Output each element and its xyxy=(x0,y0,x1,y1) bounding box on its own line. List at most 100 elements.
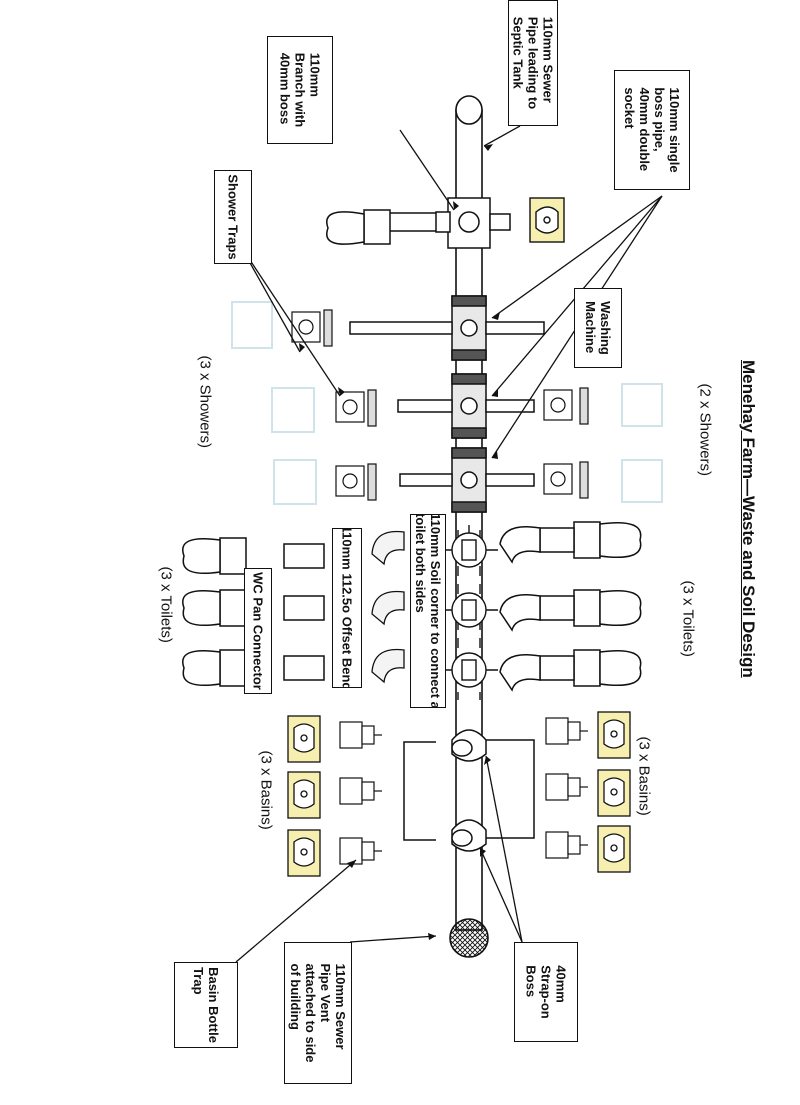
callout-line: Branch with xyxy=(292,52,308,128)
toilet-right-3 xyxy=(499,649,642,692)
callout-line: Pipe Vent xyxy=(318,963,333,1023)
soil-corners xyxy=(440,525,498,700)
label-3-basins-bottom: (3 x Basins) xyxy=(257,750,275,830)
toilets-left xyxy=(182,537,325,687)
basin-3 xyxy=(597,825,631,873)
shower-trap-5 xyxy=(543,461,589,499)
strap-boss-1 xyxy=(451,729,487,762)
strap-on-bosses xyxy=(403,729,535,852)
basin-4 xyxy=(287,715,321,763)
callout-line: 110mm Sewer xyxy=(540,16,556,103)
toilet-left-3 xyxy=(182,649,325,687)
strap-boss-2 xyxy=(451,819,487,852)
toilets-right xyxy=(499,521,642,692)
callout-line: boss pipe, xyxy=(652,87,667,152)
offset-bends xyxy=(371,530,405,684)
callout-line: Washing xyxy=(598,301,613,355)
callout-wc-pan: WC Pan Connector xyxy=(244,568,272,694)
toilet-left-1 xyxy=(182,537,325,575)
callout-line: 110mm Soil corner to connect a xyxy=(428,514,443,708)
basin-2 xyxy=(597,769,631,817)
shower-tray-left-1 xyxy=(231,301,273,349)
toilet-left-2 xyxy=(182,589,325,627)
callout-line: 110mm single xyxy=(667,87,682,173)
callout-line: 40mm xyxy=(553,965,569,1003)
shower-trap-4 xyxy=(543,387,589,425)
shower-trap-1 xyxy=(291,309,333,347)
toilet-right-2 xyxy=(499,589,642,632)
offset-bend-left-2 xyxy=(371,590,405,626)
callout-line: Machine xyxy=(583,301,598,354)
callout-offset-bend: 110mm 112.5o Offset Bend xyxy=(332,528,362,688)
label-3-basins-top: (3 x Basins) xyxy=(635,736,653,816)
callout-line: Shower Traps xyxy=(225,174,241,260)
callout-line: Trap xyxy=(191,967,206,995)
callout-line: of building xyxy=(288,963,303,1030)
boss-socket-2 xyxy=(451,373,487,439)
toilet-right-1 xyxy=(499,521,642,564)
pointer-arrowheads xyxy=(299,144,500,940)
shower-tray-right-1 xyxy=(621,383,663,427)
callout-line: Boss xyxy=(523,965,539,998)
basin-top-branch xyxy=(529,197,565,243)
waste-pipes xyxy=(349,321,545,487)
label-2-showers: (2 x Showers) xyxy=(696,383,714,477)
callout-line: toilet both sides xyxy=(413,514,428,613)
callout-line: Septic Tank xyxy=(510,16,526,89)
wc-pan-left-3 xyxy=(283,655,325,681)
wc-pan-right-2 xyxy=(539,595,575,621)
soil-corner-1 xyxy=(440,525,498,568)
offset-bend-right-2 xyxy=(499,594,541,632)
label-3-toilets-bottom: (3 x Toilets) xyxy=(157,566,175,643)
bottle-trap-5 xyxy=(339,777,382,805)
shower-tray-left-3 xyxy=(273,459,317,505)
shower-head-top xyxy=(326,209,391,245)
bottle-trap-3 xyxy=(545,831,588,859)
callout-line: Basin Bottle xyxy=(206,967,221,1043)
callout-line: 40mm double xyxy=(637,87,652,172)
bottle-trap-4 xyxy=(339,721,382,749)
offset-bend-right-1 xyxy=(499,526,541,564)
callout-line: 110mm Sewer xyxy=(333,963,348,1050)
label-3-showers: (3 x Showers) xyxy=(196,355,214,449)
wc-pan-right-3 xyxy=(539,655,575,681)
soil-corner-2 xyxy=(440,592,498,628)
bottle-trap-2 xyxy=(545,773,588,801)
shower-tray-right-2 xyxy=(621,459,663,503)
offset-bend-right-3 xyxy=(499,654,541,692)
shower-trap-3 xyxy=(335,463,377,501)
bottle-trap-1 xyxy=(545,717,588,745)
page-title: Menehay Farm—Waste and Soil Design xyxy=(739,360,758,678)
basin-6 xyxy=(287,829,321,877)
callout-line: Strap-on xyxy=(538,965,554,1019)
callout-line: 110mm xyxy=(307,52,323,97)
shower-trays xyxy=(231,301,663,505)
callout-shower-traps: Shower Traps xyxy=(214,170,252,264)
boss-socket-1 xyxy=(451,295,487,361)
shower-traps xyxy=(291,309,589,501)
basin-1 xyxy=(597,711,631,759)
basins xyxy=(287,711,631,877)
callout-line: 40mm boss xyxy=(277,52,293,125)
callout-line: socket xyxy=(622,87,637,129)
callout-line: attached to side xyxy=(303,963,318,1063)
shower-tray-left-2 xyxy=(271,387,315,433)
callout-line: WC Pan Connector xyxy=(250,572,266,690)
boss-socket-3 xyxy=(451,447,487,513)
label-3-toilets-top: (3 x Toilets) xyxy=(679,580,697,657)
callout-line: 110mm 112.5o Offset Bend xyxy=(339,528,355,688)
soil-corner-3 xyxy=(440,652,498,688)
shower-trap-2 xyxy=(335,389,377,427)
wc-pan-left-2 xyxy=(283,595,325,621)
vent-cap xyxy=(449,918,489,958)
offset-bend-left-1 xyxy=(371,530,405,566)
